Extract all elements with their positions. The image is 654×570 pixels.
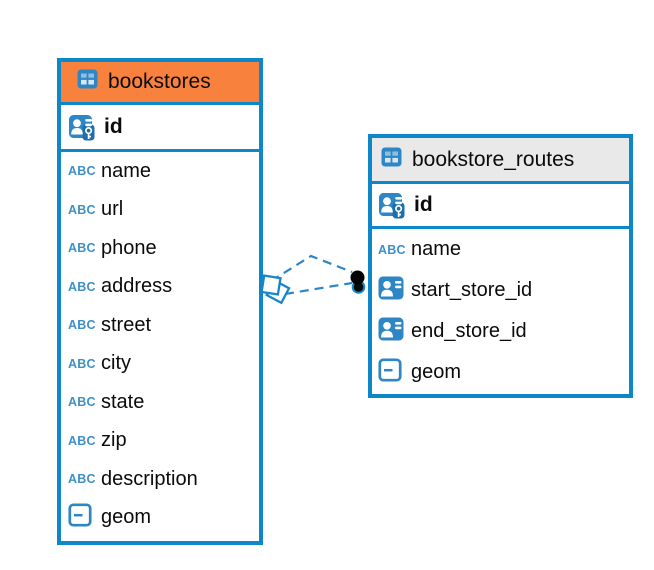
text-type-icon: ABC [68, 164, 96, 179]
column-name: end_store_id [411, 320, 527, 342]
text-type-icon: ABC [68, 433, 96, 448]
column-row-geom[interactable]: geom [372, 352, 629, 393]
primary-key-icon [68, 113, 104, 142]
column-row-url[interactable]: ABC url [61, 191, 259, 230]
relation-dot-icon [350, 270, 366, 294]
text-type-icon: ABC [68, 318, 96, 333]
column-row-start_store_id[interactable]: start_store_id [372, 270, 629, 311]
entity-bookstore-routes[interactable]: bookstore_routes id ABC name start_store_i… [368, 134, 633, 398]
column-row-end_store_id[interactable]: end_store_id [372, 311, 629, 352]
column-name: name [101, 159, 152, 182]
relation-line-1[interactable] [270, 254, 353, 282]
entity-header-bookstore-routes[interactable]: bookstore_routes [372, 138, 629, 184]
column-row-name[interactable]: ABC name [372, 229, 629, 270]
column-name: phone [101, 236, 157, 259]
column-row-state[interactable]: ABC state [61, 383, 259, 422]
pk-column-name: id [104, 115, 123, 138]
column-row-geom[interactable]: geom [61, 499, 259, 538]
text-type-icon: ABC [68, 356, 96, 371]
geometry-type-icon [68, 503, 92, 533]
column-name: start_store_id [411, 279, 533, 301]
entity-header-bookstores[interactable]: bookstores [61, 62, 259, 105]
text-type-icon: ABC [68, 472, 96, 487]
column-row-address[interactable]: ABC address [61, 268, 259, 307]
geometry-type-icon [378, 357, 402, 388]
column-row-name[interactable]: ABC name [61, 152, 259, 191]
table-grid-icon [381, 147, 402, 173]
column-name: address [101, 275, 173, 298]
column-name: geom [411, 361, 462, 383]
text-type-icon: ABC [68, 395, 96, 410]
column-row-city[interactable]: ABC city [61, 345, 259, 384]
column-name: street [101, 313, 152, 336]
pk-row-bookstores-id[interactable]: id [61, 105, 259, 152]
column-row-description[interactable]: ABC description [61, 460, 259, 499]
column-row-zip[interactable]: ABC zip [61, 422, 259, 461]
column-name: geom [101, 506, 152, 529]
table-grid-icon [77, 69, 98, 95]
text-type-icon: ABC [68, 241, 96, 256]
foreign-key-icon [378, 276, 404, 306]
column-row-phone[interactable]: ABC phone [61, 229, 259, 268]
column-name: zip [101, 429, 127, 452]
relation-line-2[interactable] [284, 281, 353, 296]
column-row-street[interactable]: ABC street [61, 306, 259, 345]
primary-key-icon [378, 191, 414, 220]
column-name: state [101, 390, 145, 413]
column-name: description [101, 467, 198, 490]
text-type-icon: ABC [378, 242, 406, 257]
text-type-icon: ABC [68, 202, 96, 217]
column-name: url [101, 198, 124, 221]
column-name: name [411, 238, 462, 260]
text-type-icon: ABC [68, 279, 96, 294]
pk-column-name: id [414, 193, 433, 216]
column-name: city [101, 352, 131, 375]
foreign-key-icon [378, 317, 404, 347]
pk-row-bookstore-routes-id[interactable]: id [372, 184, 629, 229]
entity-title: bookstores [108, 70, 211, 93]
relation-diamond-icon [260, 274, 291, 305]
entity-title: bookstore_routes [412, 147, 575, 171]
